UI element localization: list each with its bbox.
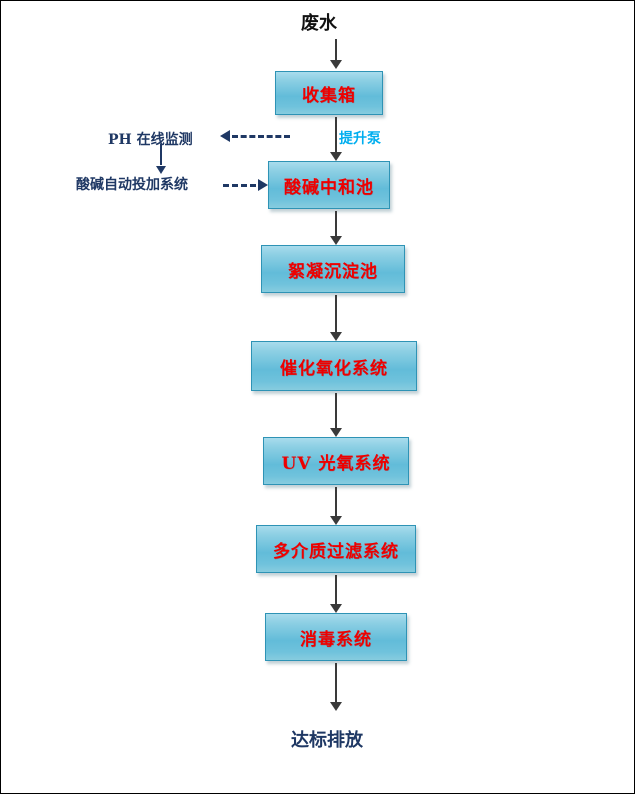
acid-base-dosing-label: 酸碱自动投加系统 xyxy=(76,177,188,193)
process-label: UV 光氧系统 xyxy=(281,453,391,474)
process-box-catalytic-oxidation[interactable]: 催化氧化系统 xyxy=(251,341,417,391)
process-label: 消毒系统 xyxy=(300,629,372,650)
flow-arrow-step-2-to-step-3 xyxy=(328,295,344,341)
process-label: 絮凝沉淀池 xyxy=(288,261,378,282)
process-box-collection-tank[interactable]: 收集箱 xyxy=(275,71,383,115)
flow-arrow-step-3-to-step-4 xyxy=(328,393,344,437)
flow-arrow-step-6-to-outlet xyxy=(328,663,344,711)
inlet-label: 废水 xyxy=(301,13,337,34)
process-label: 酸碱中和池 xyxy=(284,177,374,198)
ph-monitor-label: PH 在线监测 xyxy=(108,132,193,148)
dashed-arrow-dosing-to-tank xyxy=(223,178,268,192)
flow-arrow-inlet-to-step-0 xyxy=(328,39,344,69)
process-box-multimedia-filtration[interactable]: 多介质过滤系统 xyxy=(256,525,416,573)
pump-label: 提升泵 xyxy=(339,131,381,147)
flow-arrow-step-4-to-step-5 xyxy=(328,487,344,525)
process-box-flocculation-tank[interactable]: 絮凝沉淀池 xyxy=(261,245,405,293)
flow-arrow-monitor-to-dosing xyxy=(153,144,169,174)
dashed-arrow-tank-to-monitor xyxy=(220,129,290,143)
flow-arrow-step-0-to-step-1 xyxy=(328,117,344,161)
process-label: 催化氧化系统 xyxy=(280,358,388,379)
process-box-disinfection[interactable]: 消毒系统 xyxy=(265,613,407,661)
process-label: 收集箱 xyxy=(302,85,356,106)
flow-arrow-step-5-to-step-6 xyxy=(328,575,344,613)
process-box-neutralization-tank[interactable]: 酸碱中和池 xyxy=(268,161,390,209)
outlet-label: 达标排放 xyxy=(291,730,363,751)
process-box-uv-photooxidation[interactable]: UV 光氧系统 xyxy=(263,437,409,485)
flow-arrow-step-1-to-step-2 xyxy=(328,211,344,245)
process-label: 多介质过滤系统 xyxy=(273,541,399,562)
